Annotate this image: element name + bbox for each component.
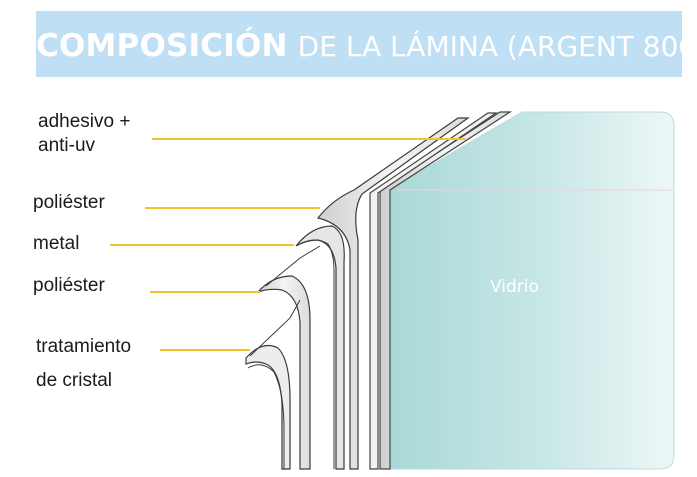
page-title: COMPOSICIÓN DE LA LÁMINA (ARGENT 80C) [36,11,697,77]
label-tratamiento-line2: de cristal [36,370,113,391]
glass-label: Vidrio [490,277,539,297]
label-metal: metal [33,233,80,254]
glass-pane [387,111,675,470]
label-adhesivo-line1: adhesivo + [38,111,131,132]
sheet-adhesivo [369,111,513,470]
sheet-metal [295,225,345,470]
leader-lines [110,138,466,351]
sheet-poliester-bottom [256,245,321,470]
label-poliester-top: poliéster [33,192,105,213]
page-title-rest: DE LA LÁMINA (ARGENT 80C) [297,30,697,63]
label-poliester-bottom: poliéster [33,275,105,296]
sheet-tratamiento [245,299,301,470]
label-adhesivo-line2: anti-uv [38,135,96,156]
sheet-poliester-top [316,117,470,470]
label-tratamiento-line1: tratamiento [36,336,132,357]
label-tratamiento: tratamiento de cristal [36,330,131,398]
page-title-bold: COMPOSICIÓN [36,28,288,64]
label-adhesivo: adhesivo + anti-uv [38,110,130,158]
header-band [36,11,682,77]
